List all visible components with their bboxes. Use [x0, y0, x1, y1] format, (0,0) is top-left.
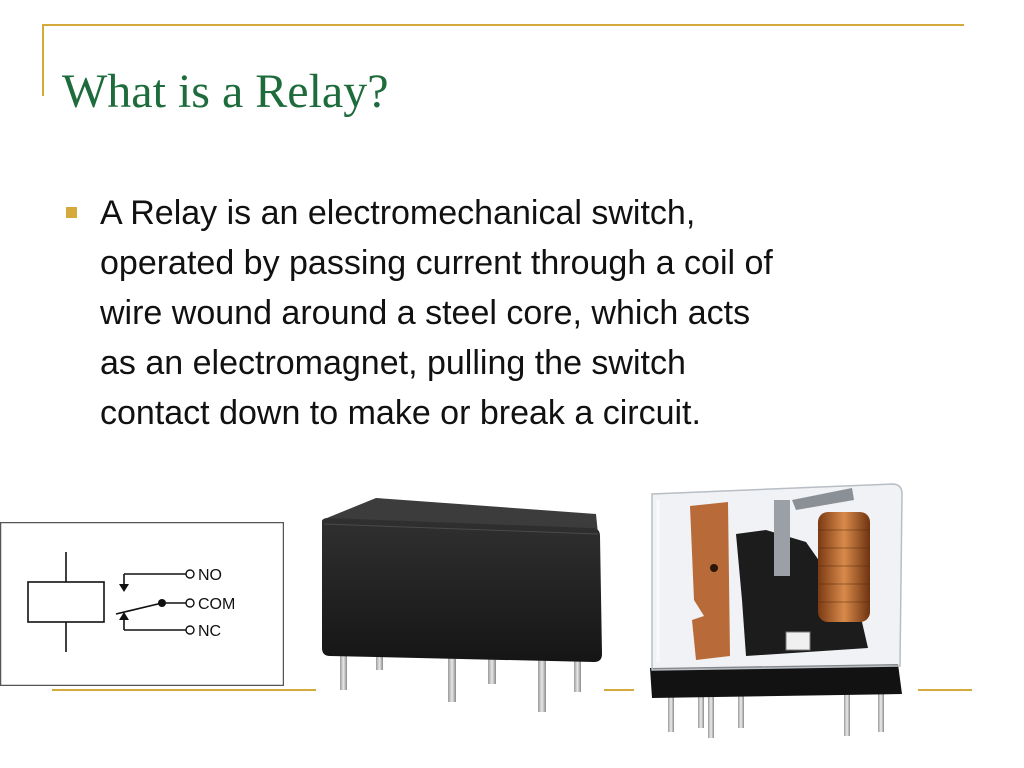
- bullet-text: A Relay is an electromechanical switch, …: [100, 194, 773, 432]
- left-border-line: [42, 24, 44, 96]
- bottom-border-segment: [52, 689, 316, 691]
- bottom-border-segment: [604, 689, 634, 691]
- bottom-border-segment: [918, 689, 972, 691]
- slide-title: What is a Relay?: [62, 65, 389, 118]
- label-no: NO: [198, 567, 222, 584]
- label-nc: NC: [198, 623, 221, 640]
- label-com: COM: [198, 596, 235, 613]
- relay-schematic-diagram: NO COM NC: [0, 522, 284, 686]
- top-border-line: [42, 24, 964, 26]
- transparent-relay-image: [650, 483, 903, 738]
- sealed-relay-image: [322, 498, 602, 712]
- bullet-square-icon: [66, 207, 77, 218]
